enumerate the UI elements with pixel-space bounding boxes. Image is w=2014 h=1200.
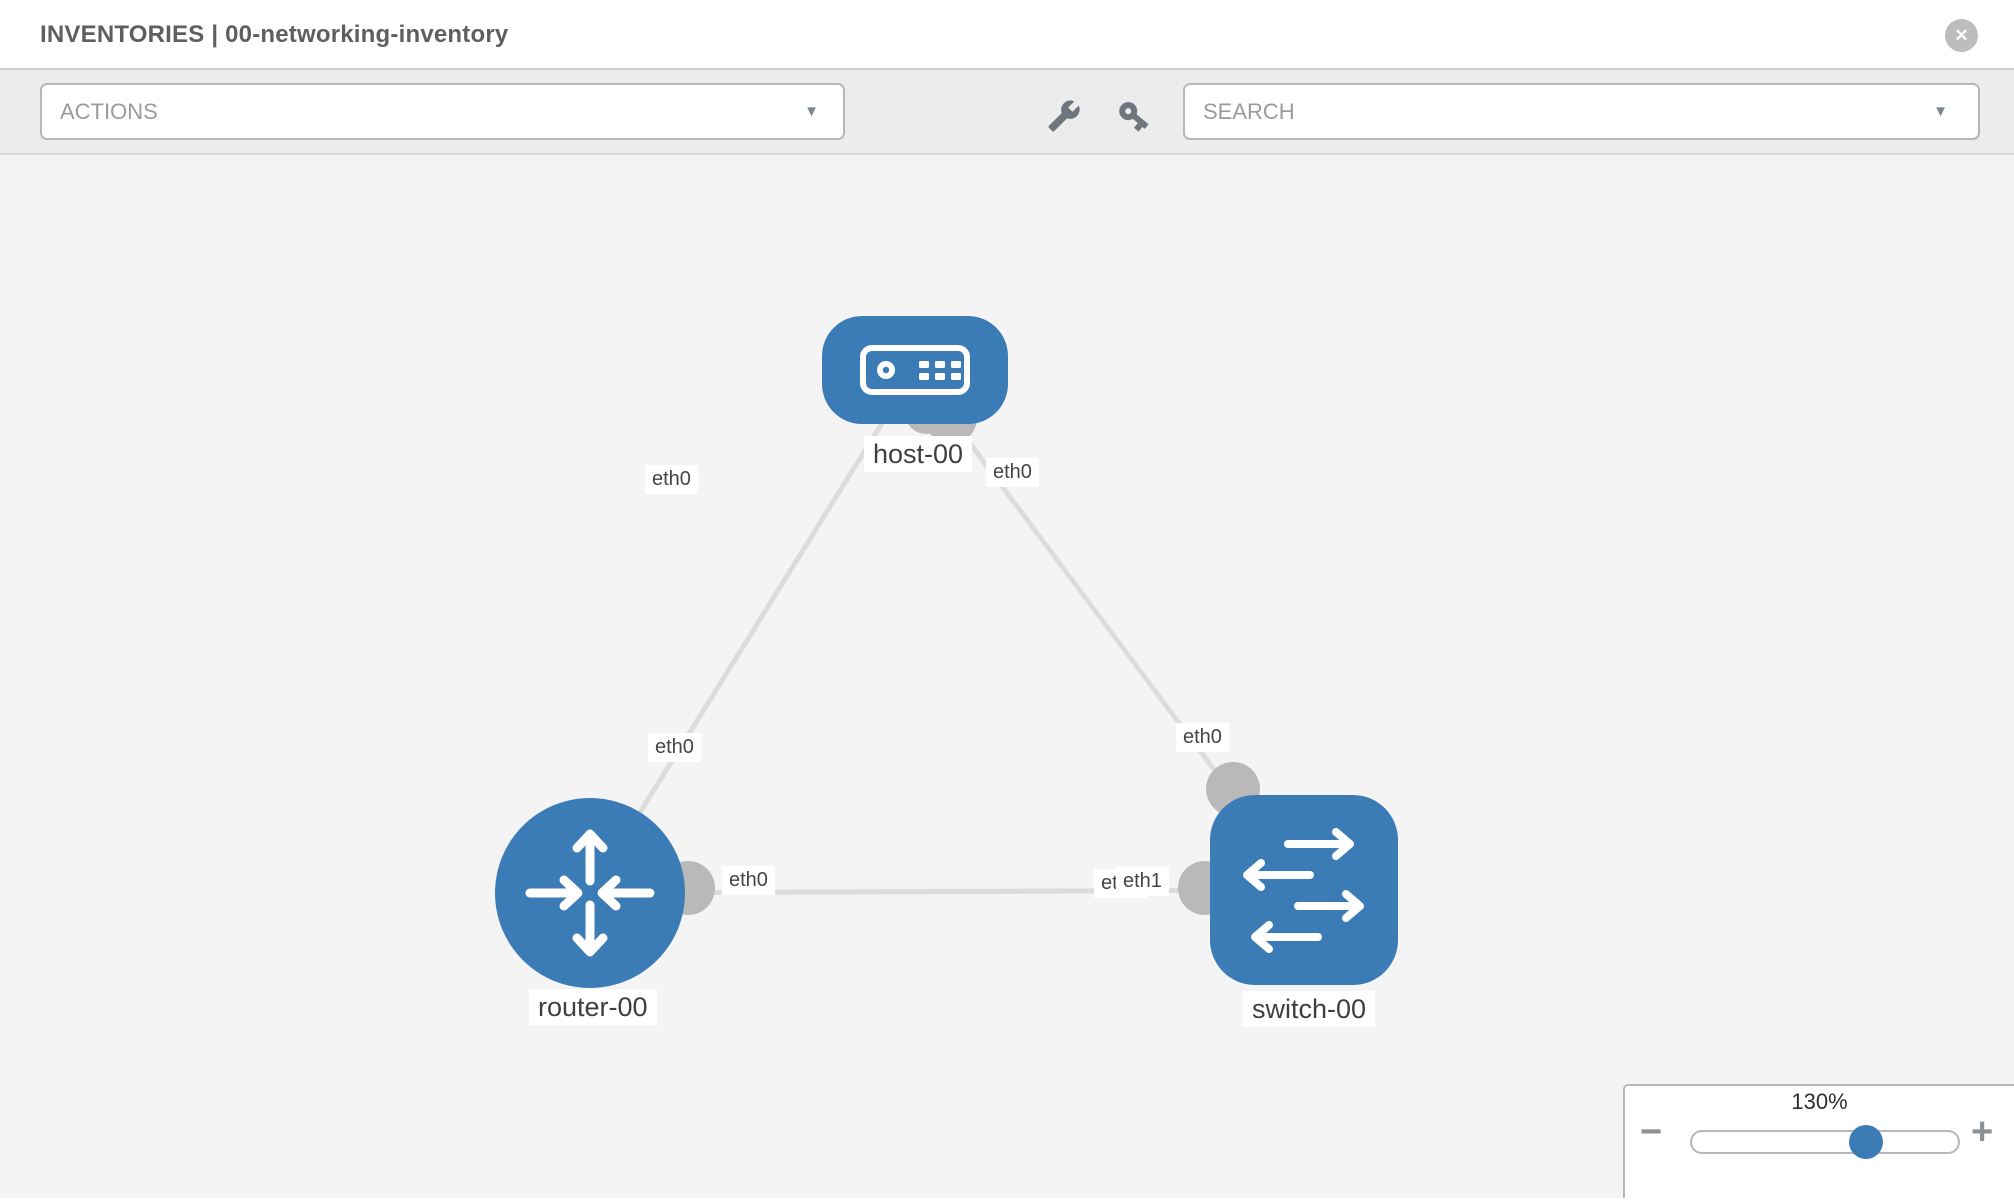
zoom-slider-track[interactable] (1690, 1130, 1960, 1154)
node-label-router-00[interactable]: router-00 (529, 989, 657, 1026)
chevron-down-icon: ▼ (804, 103, 819, 120)
host-icon (860, 345, 970, 395)
switch-icon (1243, 828, 1364, 953)
header: INVENTORIES | 00-networking-inventory ✕ (0, 0, 2014, 70)
interface-label-switch-eth0-top: eth0 (1176, 723, 1229, 752)
interface-label-host-eth0-right: eth0 (986, 458, 1039, 487)
actions-dropdown-label: ACTIONS (60, 99, 158, 124)
node-label-host-00[interactable]: host-00 (864, 436, 973, 473)
page-title: INVENTORIES | 00-networking-inventory (40, 21, 509, 48)
close-icon[interactable]: ✕ (1945, 19, 1978, 52)
actions-dropdown[interactable]: ACTIONS ▼ (40, 83, 845, 140)
zoom-out-button[interactable]: − (1640, 1111, 1663, 1153)
node-label-switch-00[interactable]: switch-00 (1243, 991, 1376, 1028)
node-router-00[interactable] (495, 798, 685, 988)
topology-graph (495, 316, 1398, 988)
router-icon (525, 829, 655, 957)
wrench-icon (1048, 100, 1080, 132)
chevron-down-icon: ▼ (1933, 103, 1948, 120)
search-dropdown[interactable]: SEARCH ▼ (1183, 83, 1980, 140)
link-host-router[interactable] (587, 368, 918, 895)
interface-label-router-eth0-bottom: eth0 (722, 866, 775, 895)
node-host-00[interactable] (822, 316, 1008, 424)
interface-label-switch-eth1: eth1 (1116, 867, 1169, 896)
search-dropdown-label: SEARCH (1203, 99, 1295, 124)
wrench-button[interactable] (1042, 94, 1086, 138)
node-switch-00[interactable] (1210, 795, 1398, 985)
interface-label-host-eth0-left: eth0 (645, 465, 698, 494)
zoom-in-button[interactable]: + (1971, 1111, 1994, 1153)
toolbar: ACTIONS ▼ SEARCH ▼ (0, 70, 2014, 155)
zoom-level-value: 130% (1791, 1089, 1848, 1114)
zoom-slider-handle[interactable] (1849, 1125, 1883, 1159)
key-icon (1119, 102, 1149, 132)
interface-label-router-eth0-top: eth0 (648, 733, 701, 762)
topology-canvas[interactable]: eth0 eth0 eth0 eth0 eth0 eth0 eth1 host-… (0, 155, 2014, 1198)
key-button[interactable] (1112, 94, 1156, 138)
zoom-panel: 130% − + (1623, 1084, 2014, 1198)
